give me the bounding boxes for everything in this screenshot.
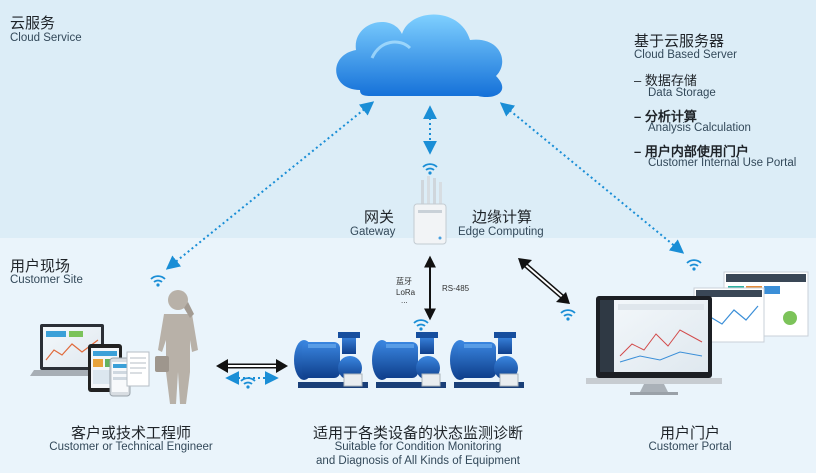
portal-screen-icon [586, 271, 809, 395]
portal-label-en: Customer Portal [648, 441, 732, 453]
server-feature-portal-zh: – 用户内部使用门户 [634, 144, 749, 159]
customer-site-title: 用户现场 [10, 258, 71, 275]
link-cloud-engineer [165, 101, 375, 270]
link-cloud-portal [499, 102, 685, 254]
server-feature-storage-zh: – 数据存储 [634, 73, 697, 88]
pump-icon [450, 332, 524, 388]
server-feature-storage-en: Data Storage [648, 87, 716, 99]
server-feature-analysis-zh: – 分析计算 [634, 109, 697, 124]
gateway-device-icon [413, 176, 447, 245]
wifi-icon [560, 309, 576, 321]
link-label-more: ... [401, 296, 408, 305]
link-engineer-equipment [216, 359, 288, 385]
gateway-label-zh: 网关 [364, 209, 395, 226]
report-sheet-icon [126, 351, 150, 387]
customer-site-subtitle: Customer Site [10, 274, 83, 286]
pump-icon [294, 332, 368, 388]
wifi-icon [422, 163, 438, 175]
wifi-icon [150, 275, 166, 287]
cloud-service-subtitle: Cloud Service [10, 32, 82, 44]
gateway-label-en: Gateway [350, 226, 396, 238]
cloud-server-title: 基于云服务器 [634, 33, 725, 50]
wifi-icon [686, 259, 702, 271]
equipment-label-zh: 适用于各类设备的状态监测诊断 [312, 425, 523, 442]
equipment-label-en2: and Diagnosis of All Kinds of Equipment [316, 455, 520, 467]
engineer-label-en: Customer or Technical Engineer [49, 441, 213, 453]
link-edge-portal [518, 258, 570, 304]
link-label-bluetooth: 蓝牙 [396, 277, 412, 286]
server-feature-analysis-en: Analysis Calculation [648, 122, 751, 134]
engineer-label-zh: 客户或技术工程师 [70, 425, 191, 442]
edge-label-zh: 边缘计算 [472, 209, 533, 226]
wifi-icon [413, 319, 429, 331]
link-label-lora: LoRa [396, 288, 416, 297]
cloud-server-subtitle: Cloud Based Server [634, 49, 737, 61]
wifi-icon [240, 377, 256, 389]
portal-label-zh: 用户门户 [659, 425, 720, 442]
edge-label-en: Edge Computing [458, 226, 544, 238]
pump-icon [372, 332, 446, 388]
cloud-icon [336, 14, 503, 98]
link-label-rs485: RS-485 [442, 284, 470, 293]
server-feature-portal-en: Customer Internal Use Portal [648, 157, 797, 169]
engineer-figure-icon [155, 290, 198, 404]
equipment-label-en1: Suitable for Condition Monitoring [334, 441, 502, 453]
phone-icon [109, 357, 131, 397]
cloud-service-title: 云服务 [10, 15, 56, 32]
